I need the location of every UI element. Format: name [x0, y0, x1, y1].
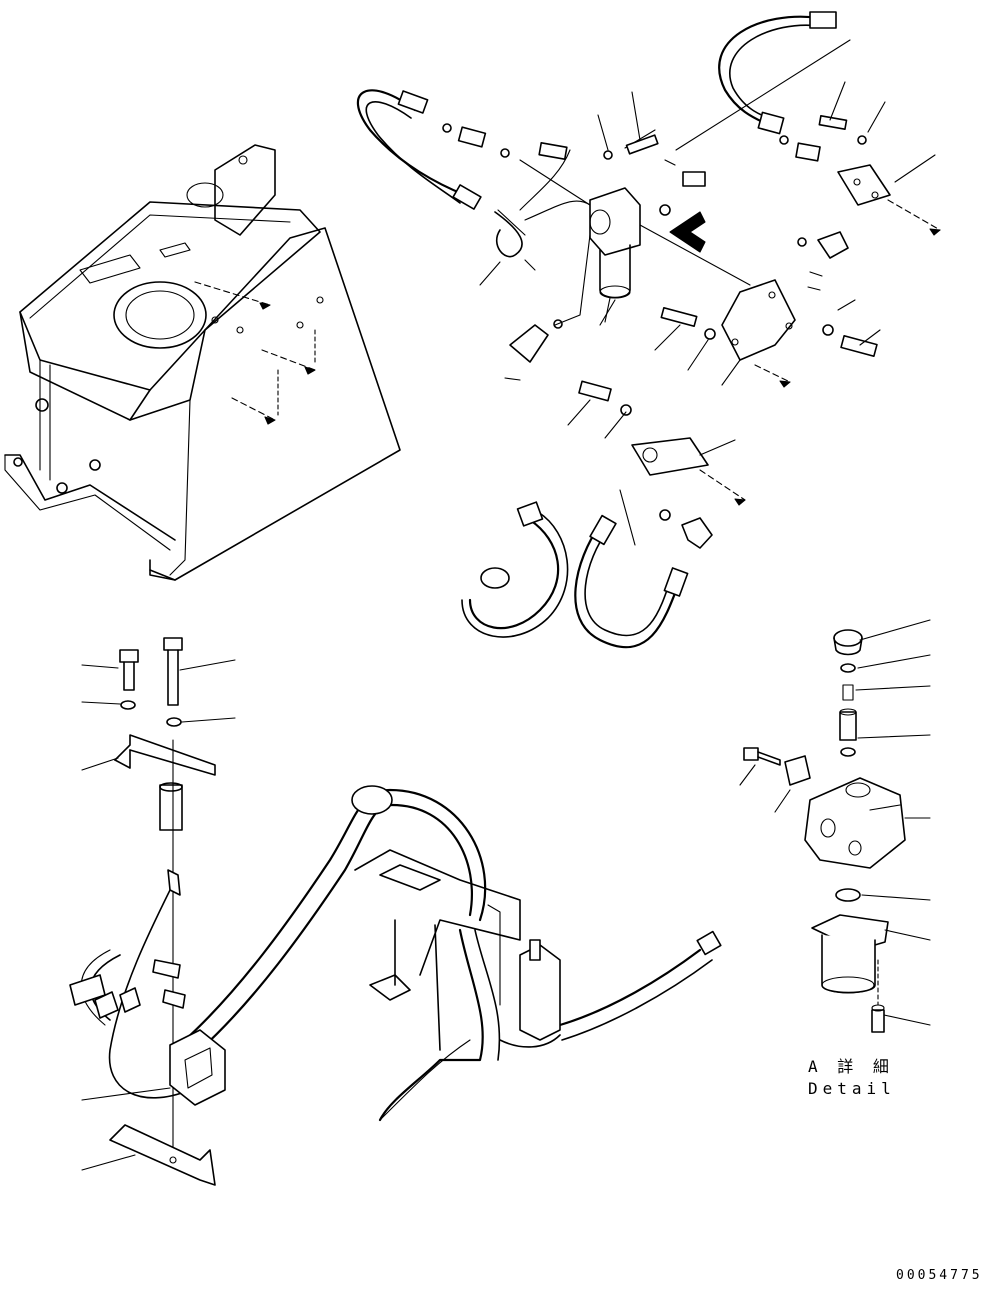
- lower-mounting: [109, 637, 216, 1186]
- detail-a-caption-english: Detail: [808, 1079, 896, 1098]
- callout-leaders: [81, 39, 936, 1171]
- detail-a-caption: A 詳 細 Detail: [808, 1056, 896, 1100]
- detail-a-caption-japanese: A 詳 細: [808, 1057, 894, 1076]
- middle-hoses: [461, 489, 689, 649]
- lower-pipework: [69, 785, 722, 1122]
- drawing-number: 00054775: [896, 1268, 983, 1283]
- mounting-plate-upper: [660, 279, 878, 388]
- valve-body-upper: [519, 159, 751, 326]
- detail-a-valve: [743, 629, 906, 1033]
- upper-hose-right: [718, 11, 837, 135]
- fittings-upper: [442, 115, 941, 381]
- steering-console: [4, 144, 401, 581]
- upper-hose-left: [356, 89, 482, 210]
- branch-block: [578, 380, 746, 549]
